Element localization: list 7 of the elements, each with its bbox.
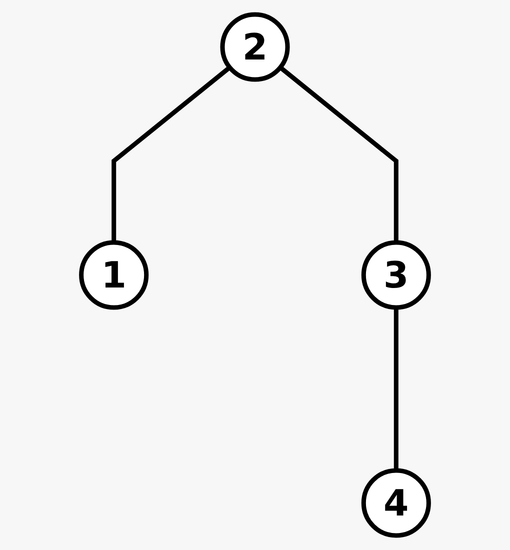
connector-line (112, 66, 232, 242)
node-circle: 2 (220, 12, 290, 82)
connector-line (278, 66, 398, 242)
node-circle: 4 (361, 468, 431, 538)
connector-line (394, 308, 398, 470)
node-circle: 1 (79, 240, 149, 310)
node-circle: 3 (361, 240, 431, 310)
